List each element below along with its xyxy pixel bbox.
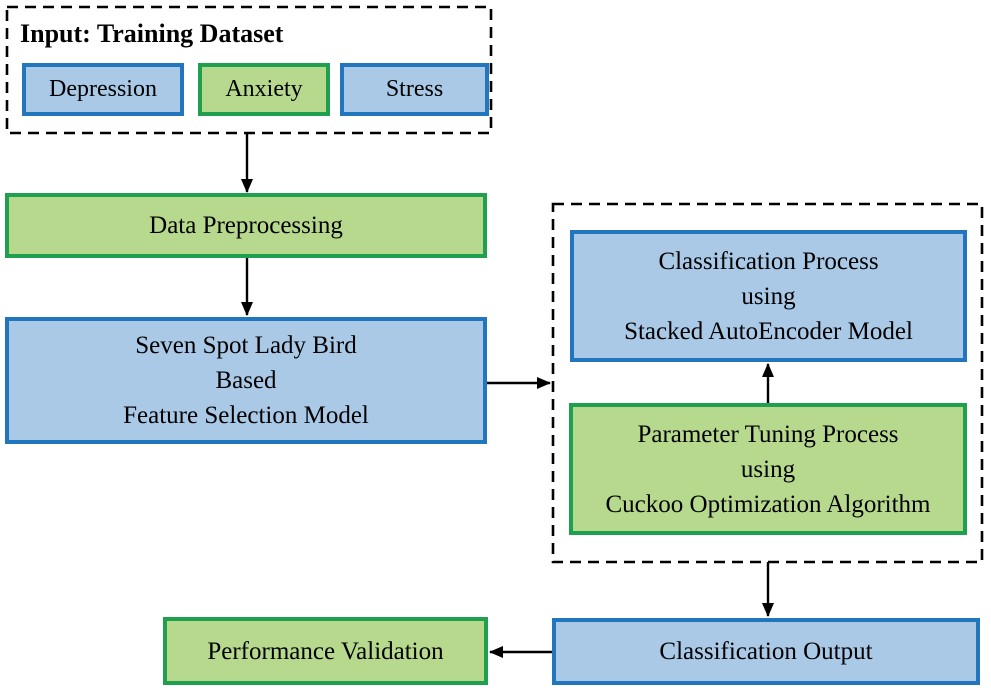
node-feature-selection-line: Based [215, 367, 277, 394]
node-classification-process-line: Stacked AutoEncoder Model [624, 317, 913, 345]
node-parameter-tuning-line: using [740, 455, 796, 483]
node-stress: Stress [340, 63, 489, 116]
node-performance-validation: Performance Validation [163, 617, 488, 685]
node-anxiety: Anxiety [198, 63, 330, 116]
node-depression-label: Depression [49, 75, 157, 102]
input-group-border [5, 5, 493, 135]
node-classification-process-line: using [741, 282, 796, 310]
node-data-preprocessing-label: Data Preprocessing [149, 212, 343, 239]
node-parameter-tuning-line: Parameter Tuning Process [637, 420, 899, 448]
node-parameter-tuning: Parameter Tuning Process using Cuckoo Op… [569, 403, 967, 535]
node-performance-validation-label: Performance Validation [207, 637, 444, 665]
node-feature-selection: Seven Spot Lady Bird Based Feature Selec… [5, 317, 487, 444]
node-classification-output-label: Classification Output [659, 638, 873, 665]
node-stress-label: Stress [385, 75, 444, 102]
node-feature-selection-line: Feature Selection Model [123, 402, 369, 429]
node-anxiety-label: Anxiety [225, 75, 303, 102]
tuning-group-border [551, 202, 984, 564]
node-classification-output: Classification Output [552, 618, 980, 685]
input-group-title: Input: Training Dataset [20, 19, 284, 48]
node-feature-selection-line: Seven Spot Lady Bird [135, 332, 357, 359]
node-data-preprocessing: Data Preprocessing [5, 193, 487, 258]
node-classification-process-line: Classification Process [658, 247, 879, 275]
node-depression: Depression [22, 63, 184, 116]
node-classification-process: Classification Process using Stacked Aut… [570, 230, 967, 362]
node-parameter-tuning-line: Cuckoo Optimization Algorithm [605, 490, 931, 518]
